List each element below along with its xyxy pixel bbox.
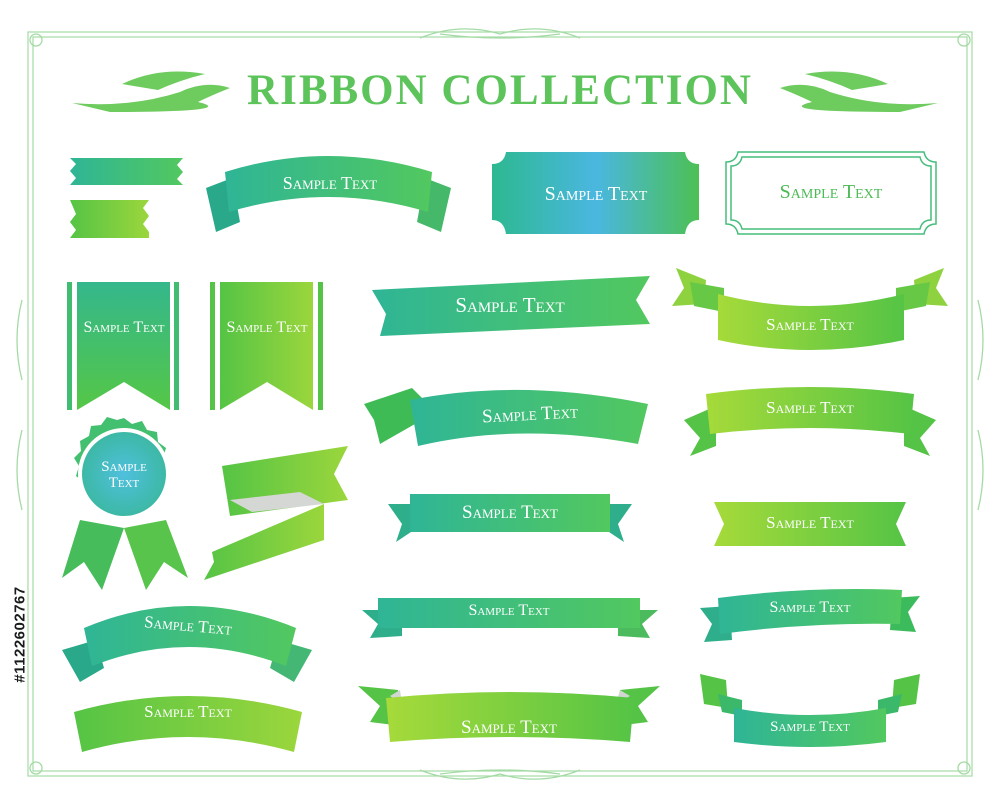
title-ornament-right — [780, 71, 938, 112]
plate-gradient — [492, 152, 699, 234]
label-mid-3: Sample Text — [462, 502, 558, 523]
page-title: RIBBON COLLECTION — [247, 67, 753, 114]
ribbon-right-5 — [700, 674, 920, 747]
arched-ribbon-top — [206, 156, 451, 232]
label-right-5: Sample Text — [770, 719, 850, 735]
ribbon-right-2 — [684, 387, 936, 456]
label-vertical-banner-1: Sample Text — [83, 319, 165, 336]
label-plate-gradient: Sample Text — [544, 183, 648, 205]
label-rosette: Sample Text — [101, 459, 147, 491]
ribbon-mid-4 — [362, 598, 658, 638]
vertical-banner-2 — [210, 282, 323, 410]
ribbon-mid-3 — [388, 494, 632, 542]
label-right-1: Sample Text — [766, 315, 854, 334]
label-arch-bottom-2: Sample Text — [144, 702, 232, 721]
title-ornament-left — [72, 71, 230, 112]
frame-border — [27, 31, 973, 777]
ribbon-right-1 — [672, 268, 948, 350]
label-right-4: Sample Text — [769, 599, 851, 616]
label-plate-outline: Sample Text — [779, 181, 883, 203]
rosette-seal — [62, 417, 188, 590]
label-vertical-banner-2: Sample Text — [226, 319, 308, 336]
vertical-banner-1 — [67, 282, 179, 410]
tape-2 — [70, 200, 149, 238]
ribbon-mid-2 — [364, 388, 648, 446]
arch-ribbon-bottom-1 — [62, 606, 312, 682]
label-mid-1: Sample Text — [455, 293, 565, 317]
label-right-3: Sample Text — [766, 513, 854, 532]
tape-1 — [70, 158, 183, 185]
ribbon-mid-5 — [358, 686, 660, 742]
stock-id-text: #1122602767 — [11, 586, 29, 683]
folded-ribbon — [204, 446, 348, 580]
ribbon-right-3 — [714, 502, 906, 546]
ribbon-right-4 — [700, 589, 920, 642]
label-mid-5: Sample Text — [461, 717, 557, 738]
ribbon-mid-1 — [372, 276, 650, 336]
arch-ribbon-bottom-2 — [74, 696, 302, 752]
label-mid-4: Sample Text — [468, 602, 550, 619]
label-arched-top: Sample Text — [282, 173, 378, 193]
label-right-2: Sample Text — [766, 398, 854, 417]
frame-flourishes — [16, 28, 984, 780]
plate-outline — [725, 151, 937, 235]
